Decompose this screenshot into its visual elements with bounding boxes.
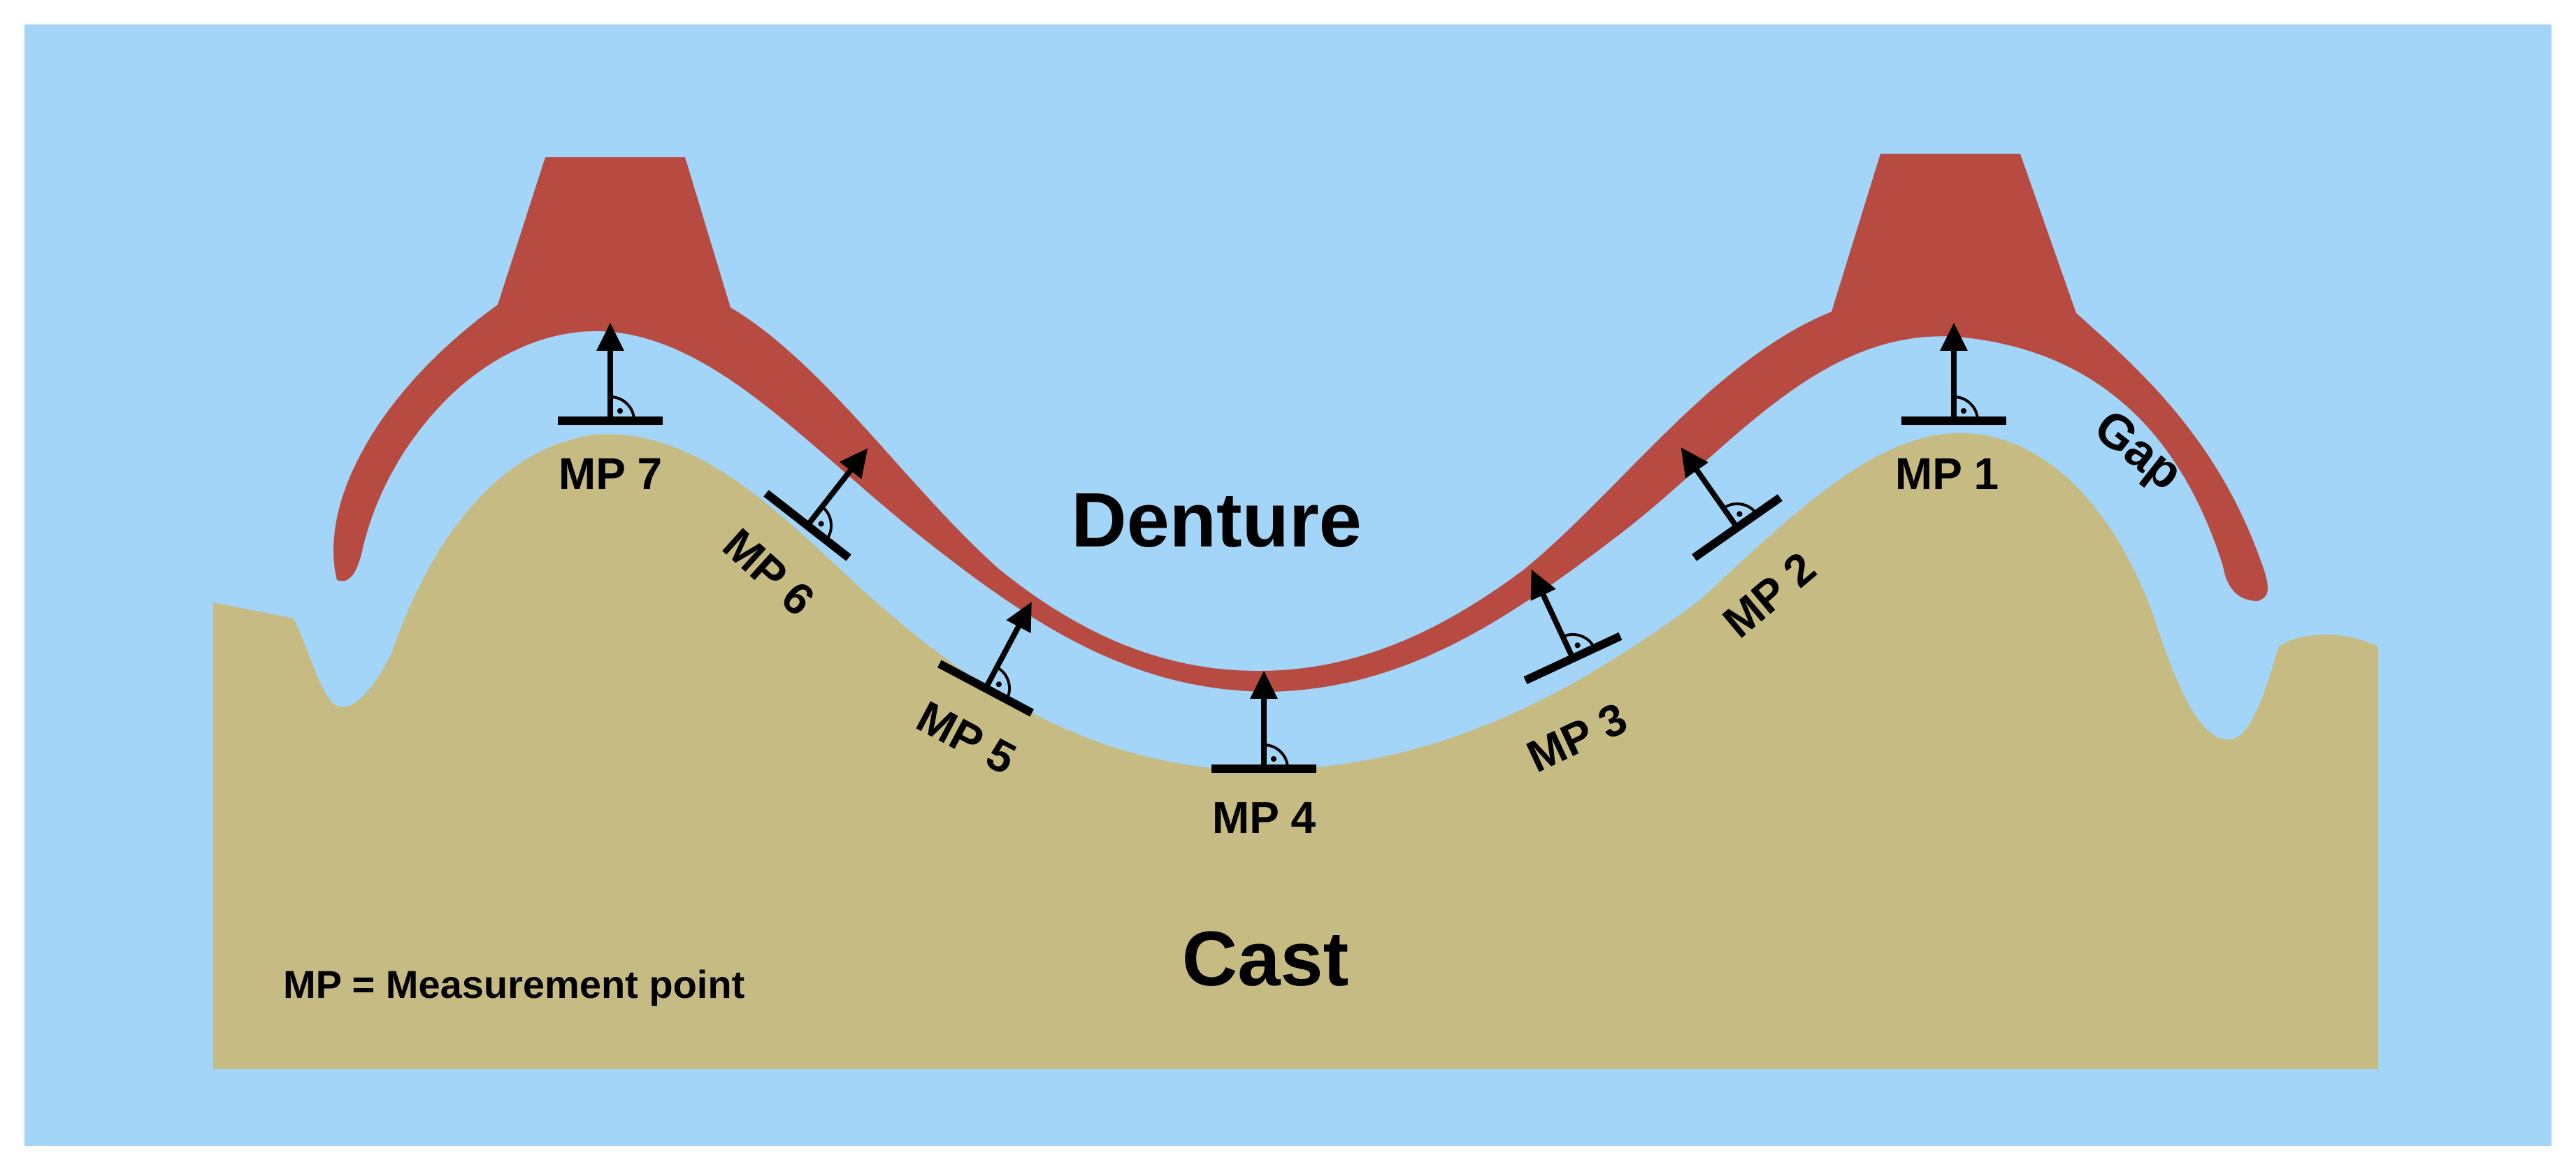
label-mp4: MP 4 [1212,792,1316,843]
arrow-head-icon [596,323,624,351]
marker-arrow-shaft [805,463,857,528]
right-angle-icon [995,666,1011,700]
measurement-point-mp2 [1681,447,1783,561]
label-mp1: MP 1 [1895,449,1999,499]
marker-arrow-shaft [983,618,1025,690]
arrow-head-icon [1940,323,1968,351]
arrow-head-icon [1681,447,1709,479]
legend-text: MP = Measurement point [283,962,744,1006]
marker-arrow-shaft [1690,463,1740,530]
gap-band [391,377,2209,771]
right-angle-icon [1953,396,1979,421]
label-denture: Denture [1071,477,1362,563]
right-angle-dot-icon [1271,756,1276,762]
right-angle-icon [1562,633,1596,649]
right-angle-dot-icon [1961,408,1966,414]
marker-arrow-shaft [1537,587,1576,660]
label-mp7: MP 7 [559,449,662,499]
right-angle-icon [1722,502,1758,515]
arrow-head-icon [1006,602,1032,634]
measurement-point-mp7 [558,323,663,425]
label-cast: Cast [1182,916,1348,1002]
right-angle-icon [1263,744,1289,769]
right-angle-dot-icon [1574,642,1581,648]
right-angle-dot-icon [617,408,623,414]
arrow-head-icon [839,448,868,479]
right-angle-icon [610,396,635,421]
measurement-point-mp4 [1211,671,1316,773]
cast-body [213,433,2378,1069]
right-angle-dot-icon [818,521,824,527]
measurement-point-mp6 [763,448,868,561]
measurement-point-mp3 [1523,570,1622,685]
right-angle-dot-icon [1736,511,1743,517]
right-angle-dot-icon [995,681,1002,688]
measurement-point-mp1 [1901,323,2006,425]
right-angle-icon [821,505,833,542]
arrow-head-icon [1530,570,1556,601]
measurement-point-mp5 [937,602,1035,717]
arrow-head-icon [1250,671,1278,699]
